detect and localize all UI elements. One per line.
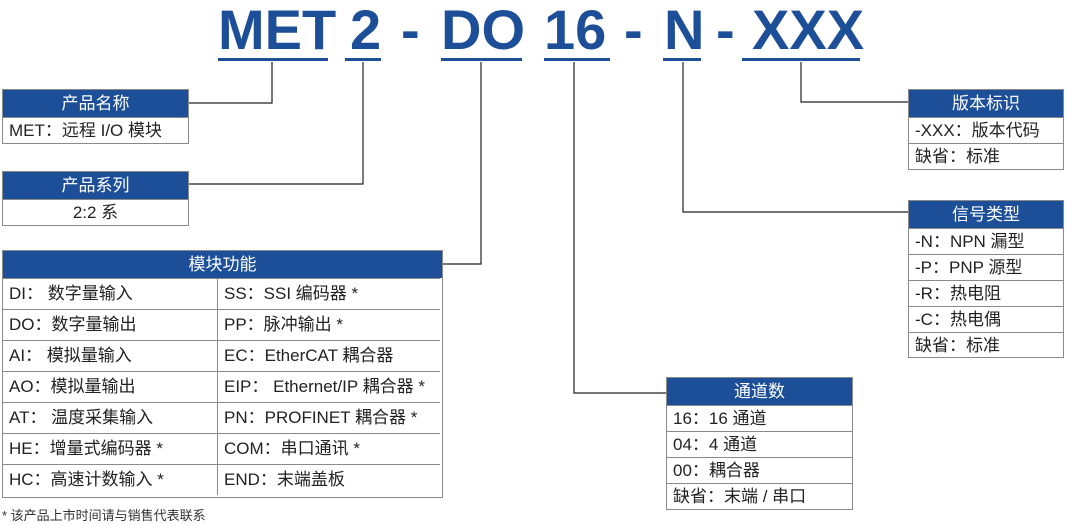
connector-version [800,62,908,103]
signal-row-c: -C：热电偶 [909,306,1063,332]
code-dash-1: - [401,0,420,61]
function-ss: SS：SSI 编码器 * [218,278,440,309]
function-ai: AI： 模拟量输入 [3,340,218,371]
product-series-title: 产品系列 [3,172,188,199]
connector-channels [573,62,666,394]
underline-signal [663,58,701,61]
function-hc: HC：高速计数输入 * [3,464,218,495]
function-end: END：末端盖板 [218,464,440,495]
function-he: HE：增量式编码器 * [3,433,218,464]
channels-row-default: 缺省：末端 / 串口 [667,483,852,509]
function-pn: PN：PROFINET 耦合器 * [218,402,440,433]
channels-row-16: 16：16 通道 [667,405,852,431]
product-series-row: 2:2 系 [3,199,188,225]
signal-type-title: 信号类型 [909,201,1063,228]
code-met: MET [218,0,337,61]
underline-version [742,58,860,61]
module-function-title: 模块功能 [3,251,442,278]
code-signal: N [664,0,705,61]
underline-met [218,58,328,61]
version-row-default: 缺省：标准 [909,143,1063,169]
function-pp: PP：脉冲输出 * [218,309,440,340]
function-at: AT： 温度采集输入 [3,402,218,433]
product-name-title: 产品名称 [3,90,188,117]
product-name-row: MET：远程 I/O 模块 [3,117,188,143]
signal-row-n: -N：NPN 漏型 [909,228,1063,254]
product-series-box: 产品系列 2:2 系 [2,171,189,226]
connector-product-name [189,62,273,104]
product-name-box: 产品名称 MET：远程 I/O 模块 [2,89,189,144]
module-function-box: 模块功能 DI： 数字量输入 SS：SSI 编码器 * DO：数字量输出 PP：… [2,250,443,498]
code-version: XXX [752,0,865,61]
channels-box: 通道数 16：16 通道 04：4 通道 00：耦合器 缺省：末端 / 串口 [666,377,853,510]
function-di: DI： 数字量输入 [3,278,218,309]
function-ec: EC：EtherCAT 耦合器 [218,340,440,371]
function-com: COM：串口通讯 * [218,433,440,464]
function-do: DO：数字量输出 [3,309,218,340]
underline-series [345,58,381,61]
code-function: DO [441,0,525,61]
connector-signal-type [682,62,908,213]
signal-type-box: 信号类型 -N：NPN 漏型 -P：PNP 源型 -R：热电阻 -C：热电偶 缺… [908,200,1064,358]
signal-row-p: -P：PNP 源型 [909,254,1063,280]
channels-row-00: 00：耦合器 [667,457,852,483]
underline-channels [544,58,610,61]
channels-title: 通道数 [667,378,852,405]
signal-row-r: -R：热电阻 [909,280,1063,306]
channels-row-04: 04：4 通道 [667,431,852,457]
function-eip: EIP： Ethernet/IP 耦合器 * [218,371,440,402]
underline-function [441,58,522,61]
connector-product-series [189,62,364,185]
code-dash-3: - [716,0,735,61]
version-title: 版本标识 [909,90,1063,117]
signal-row-default: 缺省：标准 [909,332,1063,358]
function-ao: AO：模拟量输出 [3,371,218,402]
code-series: 2 [350,0,382,61]
code-dash-2: - [624,0,643,61]
connector-module-function [443,62,482,265]
module-function-grid: DI： 数字量输入 SS：SSI 编码器 * DO：数字量输出 PP：脉冲输出 … [3,278,442,495]
version-box: 版本标识 -XXX：版本代码 缺省：标准 [908,89,1064,170]
footnote: * 该产品上市时间请与销售代表联系 [2,508,206,523]
code-channels: 16 [544,0,607,61]
version-row-code: -XXX：版本代码 [909,117,1063,143]
